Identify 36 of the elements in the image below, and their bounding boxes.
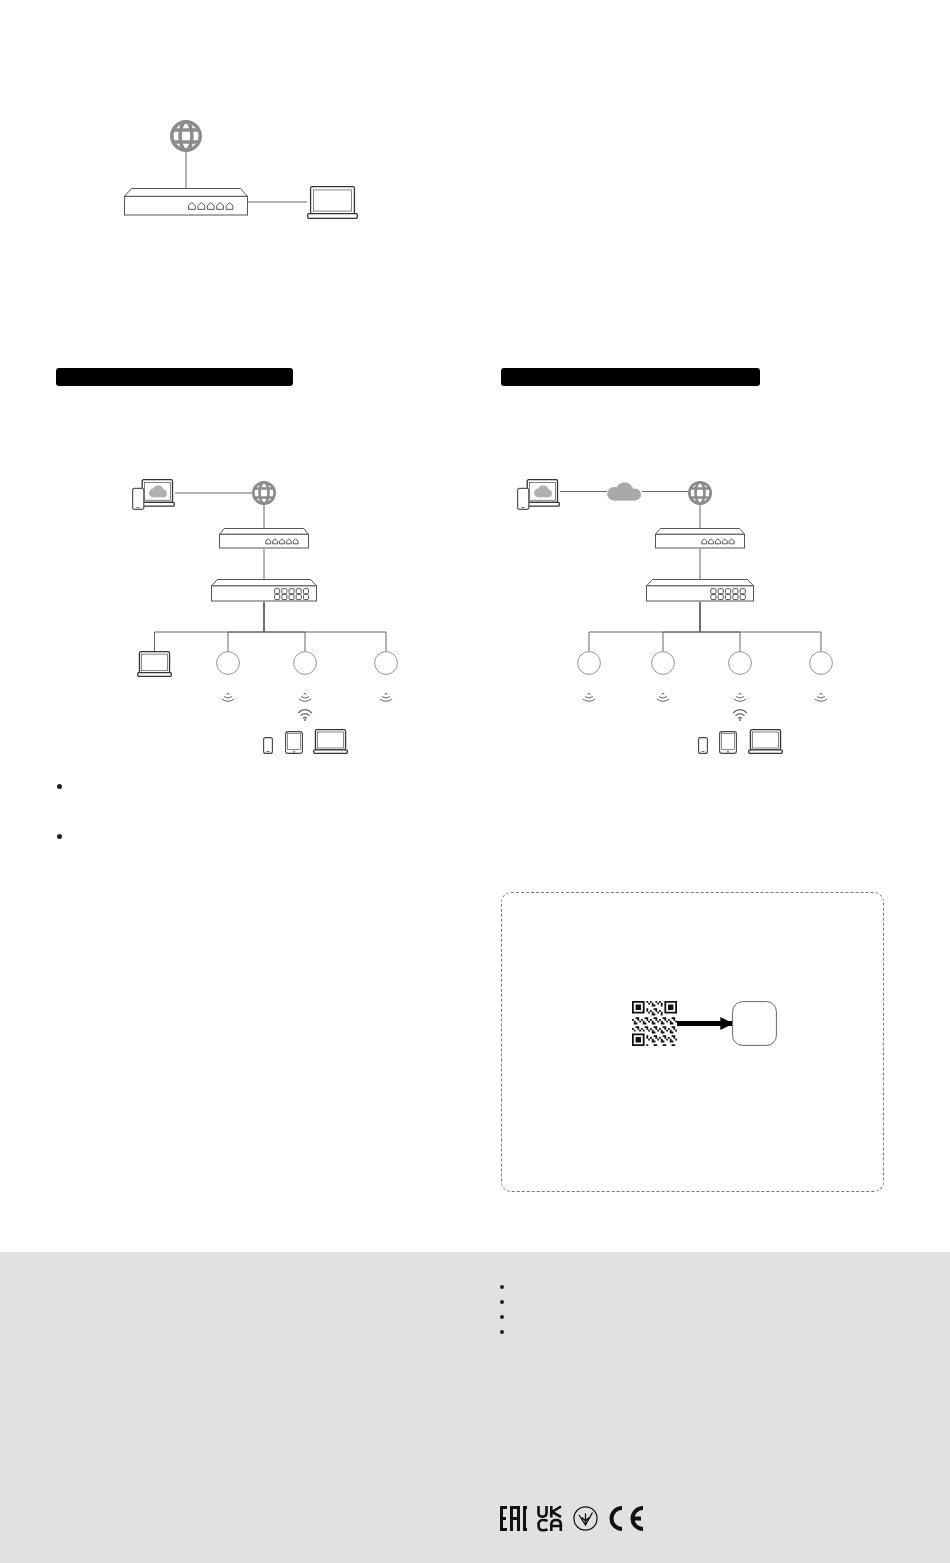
access-point-icon [809,651,833,675]
globe-icon [170,120,202,152]
connector-line [263,548,265,580]
network-switch-icon [211,579,317,602]
access-point-icon [374,651,398,675]
connector-line [641,491,689,492]
connector-line [185,151,187,189]
access-point-icon [293,651,317,675]
globe-icon [252,481,276,505]
globe-icon [688,481,712,505]
connector-line [247,201,308,203]
heading-bar [56,368,293,386]
connector-line [263,601,387,652]
access-point-icon [577,651,601,675]
cloud-icon [607,482,642,501]
router-icon [655,528,745,549]
phone-and-laptop-icon [132,479,175,510]
phone-and-laptop-icon [517,479,560,510]
connector-line [174,492,253,494]
network-switch-icon [646,579,754,602]
connector-line [699,601,822,652]
access-point-icon [216,651,240,675]
access-point-icon [728,651,752,675]
router-icon [219,528,309,549]
qr-code [632,1001,677,1046]
laptop-icon [137,651,172,677]
laptop-icon [307,186,358,219]
connector-line [559,491,608,492]
arrow [677,1017,734,1030]
connector-line [699,504,701,529]
access-point-icon [651,651,675,675]
app-icon [732,1001,777,1046]
heading-bar [501,368,760,386]
router-icon [124,188,248,216]
connector-line [699,548,701,580]
connector-line [263,504,265,529]
